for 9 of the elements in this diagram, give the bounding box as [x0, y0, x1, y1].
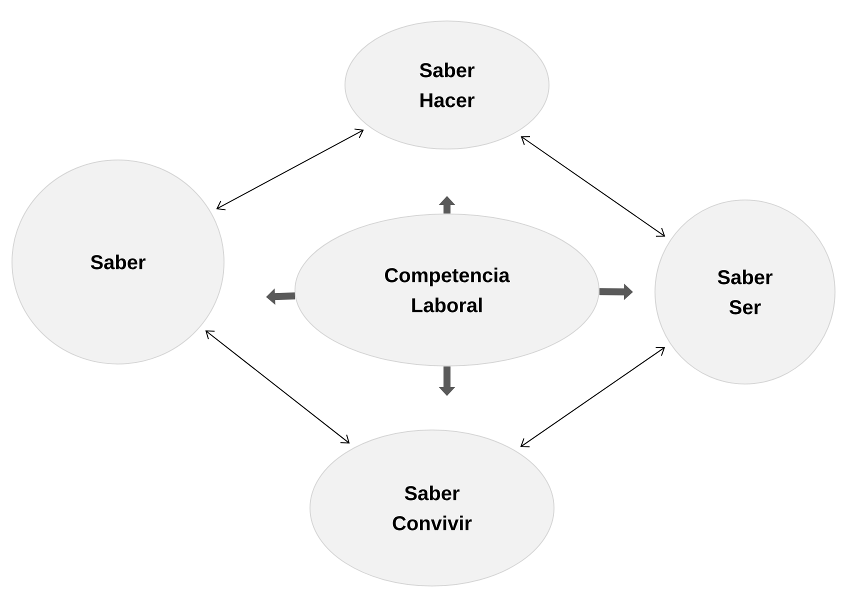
ellipse-node: Saber Convivir	[310, 429, 554, 586]
double-arrow	[520, 347, 666, 448]
ellipse-node: Competencia Laboral	[294, 213, 600, 366]
ellipse-node: Saber Ser	[654, 200, 836, 384]
double-arrow	[205, 330, 350, 444]
ellipse-node: Saber Hacer	[344, 20, 550, 150]
ellipse-node: Saber	[12, 160, 224, 364]
double-arrow	[216, 128, 364, 210]
double-arrow	[520, 136, 666, 237]
